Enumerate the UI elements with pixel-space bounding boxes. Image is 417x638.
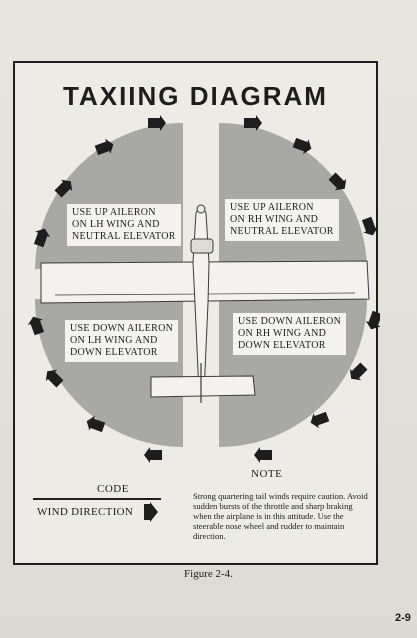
wind-arrow-icon: [244, 115, 262, 131]
quadrant-label-upper-right: USE UP AILERON ON RH WING AND NEUTRAL EL…: [225, 199, 339, 241]
wind-arrow-icon: [148, 115, 166, 131]
code-heading: CODE: [97, 483, 129, 495]
wind-arrow-icon: [361, 216, 379, 236]
wind-direction-label: WIND DIRECTION: [37, 506, 134, 518]
wind-arrow-icon: [328, 172, 347, 191]
note-text: Strong quartering tail winds require cau…: [193, 491, 368, 541]
diagram-title: TAXIING DIAGRAM: [63, 81, 328, 111]
note-heading: NOTE: [251, 468, 283, 480]
figure-caption: Figure 2-4.: [184, 568, 233, 580]
wind-arrow-icon: [365, 310, 380, 330]
wind-arrow-icon: [254, 447, 272, 463]
wind-arrow-ring: [27, 115, 380, 463]
right-arrow-icon: [144, 502, 158, 522]
diagram-frame: TAXIING DIAGRAM: [13, 61, 380, 565]
wind-arrow-icon: [45, 369, 64, 388]
wind-arrow-icon: [54, 179, 73, 198]
wind-arrow-icon: [310, 411, 330, 429]
wind-arrow-icon: [144, 447, 162, 463]
wind-arrow-icon: [33, 228, 51, 248]
quadrant-label-lower-left: USE DOWN AILERON ON LH WING AND DOWN ELE…: [65, 320, 179, 362]
airplane-icon: [40, 204, 370, 403]
sector-upper-right: [219, 123, 367, 269]
wind-arrow-icon: [349, 362, 368, 381]
page-number: 2-9: [395, 612, 411, 624]
wind-arrow-icon: [292, 137, 312, 155]
quadrant-label-upper-left: USE UP AILERON ON LH WING AND NEUTRAL EL…: [67, 204, 181, 246]
wind-arrow-icon: [94, 138, 114, 156]
quadrant-label-lower-right: USE DOWN AILERON ON RH WING AND DOWN ELE…: [233, 313, 347, 355]
divider: [33, 498, 161, 500]
wind-arrow-icon: [86, 415, 106, 433]
wind-arrow-icon: [27, 316, 45, 336]
